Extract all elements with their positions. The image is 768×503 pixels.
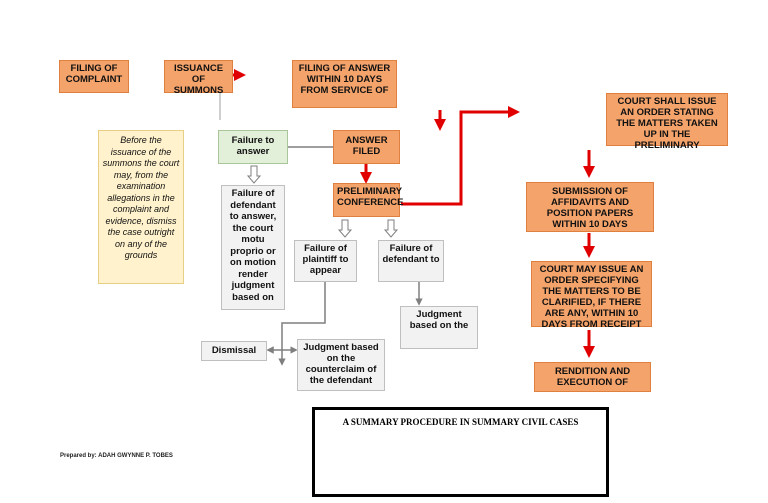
filing-of-answer-box: FILING OF ANSWER WITHIN 10 DAYS FROM SER… <box>292 60 397 108</box>
failure-of-defendant-box: Failure of defendant to <box>378 240 444 282</box>
answer-filed-box: ANSWER FILED <box>333 130 400 164</box>
prepared-by-text: Prepared by: ADAH GWYNNE P. TOBES <box>60 453 173 459</box>
court-shall-issue-box: COURT SHALL ISSUE AN ORDER STATING THE M… <box>606 93 728 151</box>
submission-affidavits-label: SUBMISSION OF AFFIDAVITS AND POSITION PA… <box>546 186 634 230</box>
judgment-counterclaim-label: Judgment based on the counterclaim of th… <box>303 342 379 386</box>
filing-of-complaint-box: FILING OF COMPLAINT <box>59 60 129 93</box>
line-plaintiff-dismissal <box>278 282 326 366</box>
arrow-prelim-to-right <box>401 106 520 206</box>
judgment-counterclaim-box: Judgment based on the counterclaim of th… <box>297 339 385 391</box>
filing-of-complaint-label: FILING OF COMPLAINT <box>65 63 123 85</box>
summary-title: A SUMMARY PROCEDURE IN SUMMARY CIVIL CAS… <box>342 417 579 427</box>
judgment-based-on-box: Judgment based on the <box>400 306 478 349</box>
rendition-label: RENDITION AND EXECUTION OF <box>554 366 631 388</box>
rendition-box: RENDITION AND EXECUTION OF <box>534 362 651 392</box>
answer-filed-label: ANSWER FILED <box>345 135 388 157</box>
summary-title-box: A SUMMARY PROCEDURE IN SUMMARY CIVIL CAS… <box>312 407 609 497</box>
dismissal-box: Dismissal <box>201 341 267 361</box>
hollow-arrow-1 <box>246 165 262 184</box>
before-issuance-note: Before the issuance of the summons the c… <box>98 130 184 284</box>
issuance-of-summons-label: ISSUANCE OF SUMMONS <box>173 63 224 96</box>
dismissal-label: Dismissal <box>211 345 257 356</box>
failure-of-defendant-label: Failure of defendant to <box>382 243 440 265</box>
filing-of-answer-label: FILING OF ANSWER WITHIN 10 DAYS FROM SER… <box>298 63 391 96</box>
court-may-issue-label: COURT MAY ISSUE AN ORDER SPECIFYING THE … <box>539 264 644 330</box>
hollow-arrow-3 <box>383 219 399 238</box>
failure-to-answer-box: Failure to answer <box>218 130 288 164</box>
issuance-of-summons-box: ISSUANCE OF SUMMONS <box>164 60 233 96</box>
failure-of-plaintiff-box: Failure of plaintiff to appear <box>294 240 357 282</box>
before-issuance-text: Before the issuance of the summons the c… <box>102 135 180 260</box>
court-shall-issue-label: COURT SHALL ISSUE AN ORDER STATING THE M… <box>616 96 718 151</box>
court-may-issue-box: COURT MAY ISSUE AN ORDER SPECIFYING THE … <box>531 261 652 330</box>
failure-to-answer-label: Failure to answer <box>231 135 275 157</box>
preliminary-conference-label: PRELIMINARY CONFERENCE <box>337 186 404 208</box>
submission-affidavits-box: SUBMISSION OF AFFIDAVITS AND POSITION PA… <box>526 182 654 232</box>
hollow-arrow-2 <box>337 219 353 238</box>
preliminary-conference-box: PRELIMINARY CONFERENCE <box>333 183 404 217</box>
failure-of-defendant-answer-label: Failure of defendant to answer, the cour… <box>229 188 277 303</box>
judgment-based-on-label: Judgment based on the <box>409 309 469 331</box>
failure-of-plaintiff-label: Failure of plaintiff to appear <box>302 243 349 276</box>
failure-of-defendant-answer-box: Failure of defendant to answer, the cour… <box>221 185 285 310</box>
